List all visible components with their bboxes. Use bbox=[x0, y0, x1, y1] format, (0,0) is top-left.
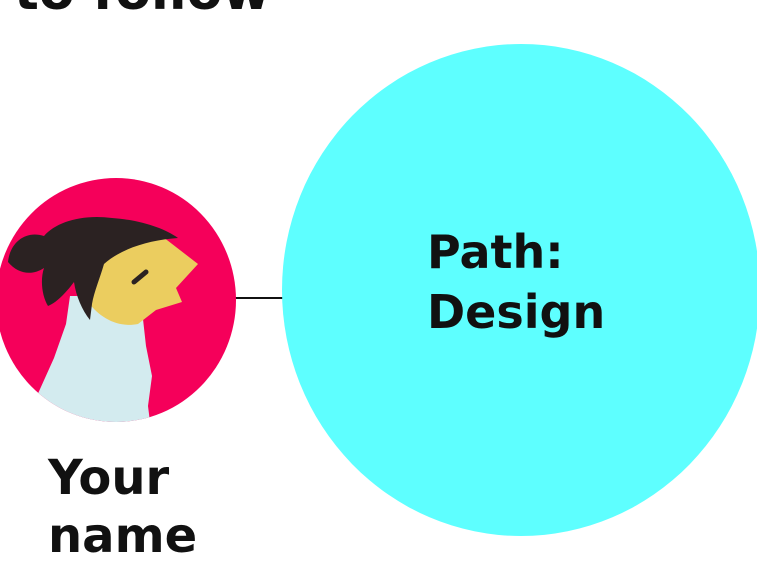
person-name-line: Your bbox=[48, 450, 170, 506]
person-profile-icon bbox=[0, 178, 236, 422]
shirt-shape bbox=[26, 296, 152, 422]
hair-shape bbox=[8, 216, 178, 320]
path-label: Path: Design bbox=[427, 222, 605, 342]
eye-mark bbox=[131, 269, 149, 285]
person-name: Your name bbox=[48, 449, 197, 565]
path-node bbox=[282, 44, 757, 536]
page-heading: to follow bbox=[14, 0, 270, 18]
avatar bbox=[0, 178, 236, 422]
person-name-line: name bbox=[48, 508, 198, 564]
path-label-line: Design bbox=[427, 285, 606, 339]
path-label-line: Path: bbox=[427, 225, 564, 279]
connector-line bbox=[232, 297, 284, 299]
